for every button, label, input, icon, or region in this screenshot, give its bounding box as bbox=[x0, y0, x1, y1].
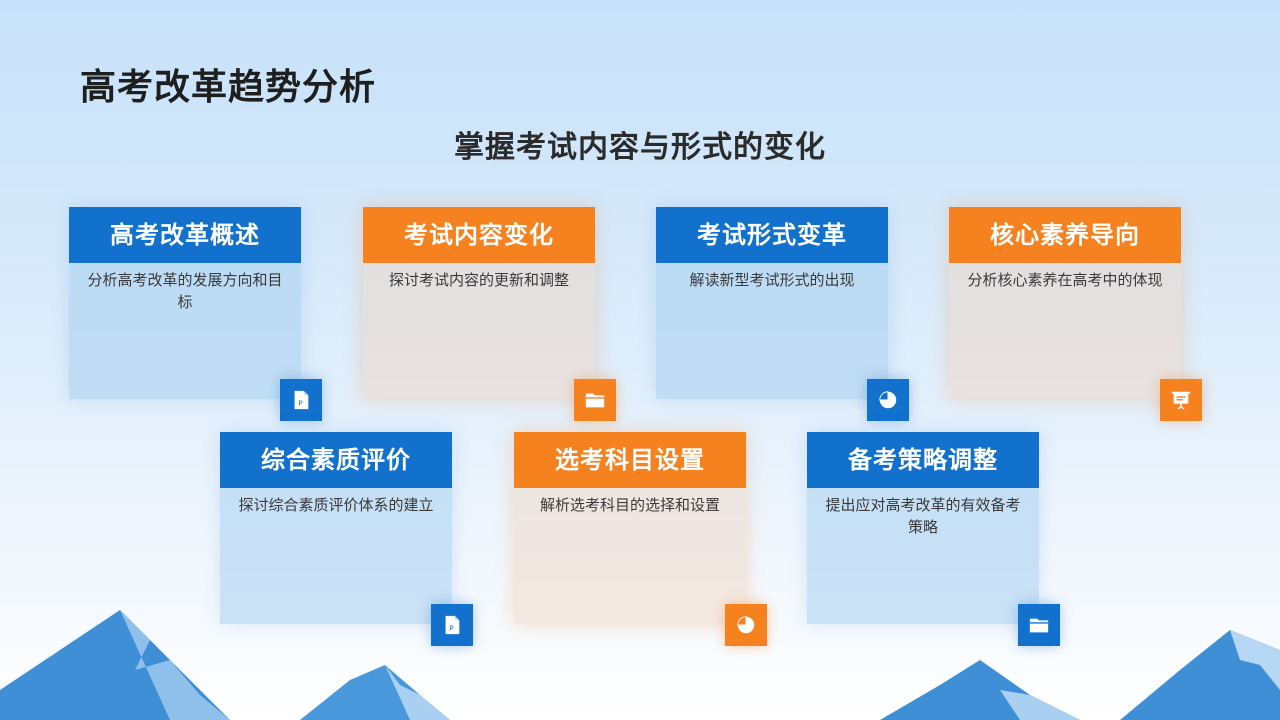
folder-icon bbox=[574, 379, 616, 421]
card-title: 核心素养导向 bbox=[949, 207, 1181, 263]
card-description: 提出应对高考改革的有效备考策略 bbox=[807, 488, 1039, 624]
presentation-icon bbox=[1160, 379, 1202, 421]
pie-chart-icon bbox=[867, 379, 909, 421]
pie-chart-icon bbox=[725, 604, 767, 646]
page-subtitle: 掌握考试内容与形式的变化 bbox=[454, 130, 826, 165]
card-elective-subject-setup[interactable]: 选考科目设置 解析选考科目的选择和设置 bbox=[514, 432, 767, 646]
card-description: 分析核心素养在高考中的体现 bbox=[949, 263, 1181, 399]
document-icon: P bbox=[280, 379, 322, 421]
card-title: 选考科目设置 bbox=[514, 432, 746, 488]
card-description: 解读新型考试形式的出现 bbox=[656, 263, 888, 399]
card-title: 考试形式变革 bbox=[656, 207, 888, 263]
card-exam-format-reform[interactable]: 考试形式变革 解读新型考试形式的出现 bbox=[656, 207, 909, 421]
card-comprehensive-quality-evaluation[interactable]: 综合素质评价 探讨综合素质评价体系的建立 P bbox=[220, 432, 473, 646]
mountain-decoration bbox=[0, 610, 1280, 720]
folder-icon bbox=[1018, 604, 1060, 646]
card-core-literacy-orientation[interactable]: 核心素养导向 分析核心素养在高考中的体现 bbox=[949, 207, 1202, 421]
card-title: 考试内容变化 bbox=[363, 207, 595, 263]
card-gaokao-reform-overview[interactable]: 高考改革概述 分析高考改革的发展方向和目标 P bbox=[69, 207, 322, 421]
svg-text:P: P bbox=[298, 399, 303, 408]
card-title: 综合素质评价 bbox=[220, 432, 452, 488]
card-title: 高考改革概述 bbox=[69, 207, 301, 263]
card-exam-prep-strategy[interactable]: 备考策略调整 提出应对高考改革的有效备考策略 bbox=[807, 432, 1060, 646]
card-description: 探讨考试内容的更新和调整 bbox=[363, 263, 595, 399]
card-description: 分析高考改革的发展方向和目标 bbox=[69, 263, 301, 399]
card-description: 解析选考科目的选择和设置 bbox=[514, 488, 746, 624]
page-title: 高考改革趋势分析 bbox=[80, 67, 377, 108]
card-description: 探讨综合素质评价体系的建立 bbox=[220, 488, 452, 624]
card-title: 备考策略调整 bbox=[807, 432, 1039, 488]
card-exam-content-change[interactable]: 考试内容变化 探讨考试内容的更新和调整 bbox=[363, 207, 616, 421]
document-icon: P bbox=[431, 604, 473, 646]
svg-text:P: P bbox=[449, 624, 454, 633]
